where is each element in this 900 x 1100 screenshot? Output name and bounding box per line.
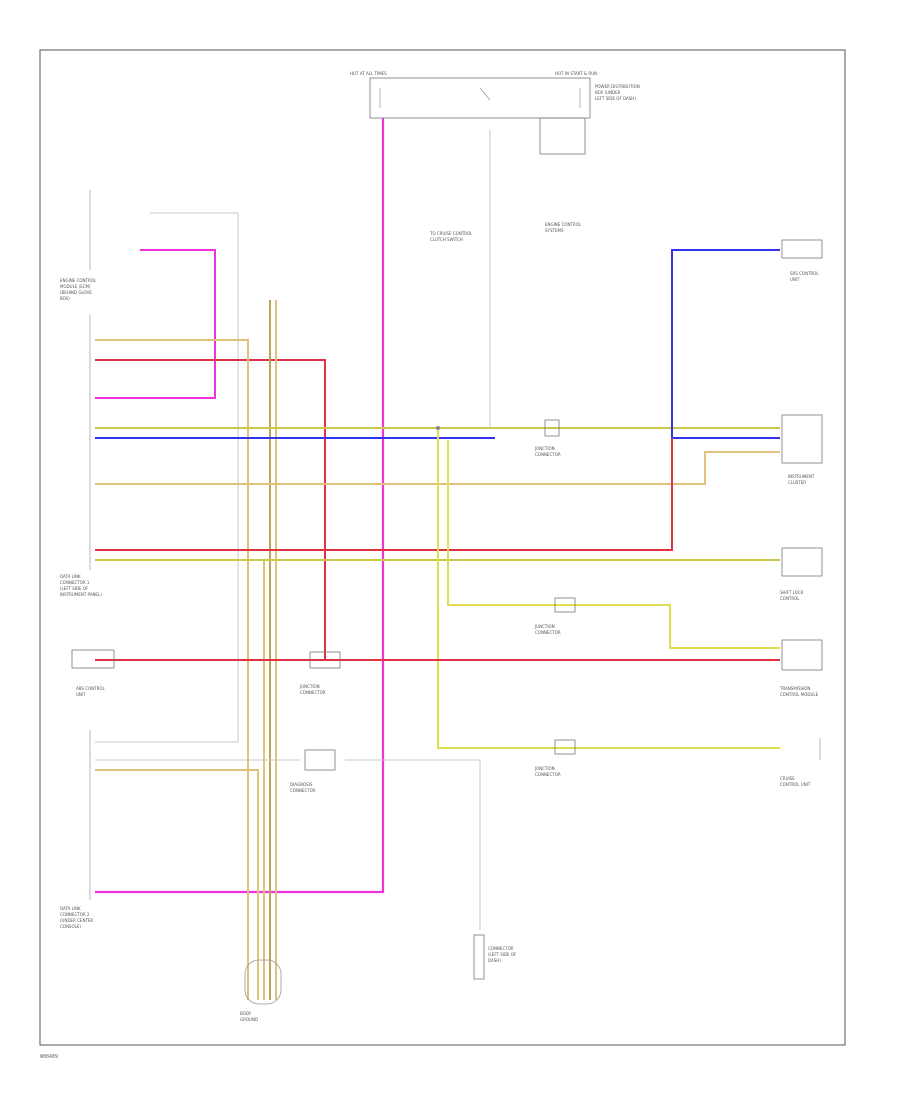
svg-text:JUNCTION: JUNCTION bbox=[534, 624, 555, 629]
svg-text:ABS CONTROL: ABS CONTROL bbox=[76, 686, 106, 691]
wire-gray-relay bbox=[345, 759, 481, 930]
svg-text:SHIFT LOCK: SHIFT LOCK bbox=[780, 590, 804, 595]
ground-connector: CONNECTOR (LEFT SIDE OF DASH) bbox=[473, 934, 517, 980]
svg-text:ENGINE CONTROL: ENGINE CONTROL bbox=[545, 222, 582, 227]
cruise-control-module: CRUISE CONTROL UNIT bbox=[780, 738, 821, 787]
svg-text:CRUISE: CRUISE bbox=[780, 776, 795, 781]
wire-tan-770 bbox=[95, 769, 259, 1000]
svg-text:HOT AT ALL TIMES: HOT AT ALL TIMES bbox=[350, 71, 387, 76]
svg-text:JUNCTION: JUNCTION bbox=[299, 684, 320, 689]
wire-red-360 bbox=[95, 359, 326, 660]
wire-red-550 bbox=[95, 438, 673, 551]
svg-text:(LEFT SIDE OF: (LEFT SIDE OF bbox=[60, 586, 89, 591]
svg-text:ENGINE CONTROL: ENGINE CONTROL bbox=[60, 278, 97, 283]
svg-text:CONNECTOR: CONNECTOR bbox=[535, 772, 561, 777]
svg-text:CLUSTER: CLUSTER bbox=[788, 480, 806, 485]
svg-text:CONNECTOR: CONNECTOR bbox=[535, 452, 561, 457]
shift-lock-module: SHIFT LOCK CONTROL bbox=[780, 547, 823, 601]
svg-text:DASH): DASH) bbox=[488, 958, 501, 963]
svg-text:DATA LINK: DATA LINK bbox=[60, 906, 81, 911]
svg-text:CONTROL UNIT: CONTROL UNIT bbox=[780, 782, 811, 787]
wire-tan-484 bbox=[95, 451, 780, 485]
svg-text:DATA LINK: DATA LINK bbox=[60, 574, 81, 579]
svg-text:HOT IN START & RUN: HOT IN START & RUN bbox=[555, 71, 597, 76]
svg-text:LEFT SIDE OF DASH): LEFT SIDE OF DASH) bbox=[595, 96, 636, 101]
diagram-frame bbox=[39, 49, 846, 1046]
svg-text:GROUND: GROUND bbox=[240, 1017, 258, 1022]
wire-blue-vertical bbox=[671, 249, 780, 438]
svg-text:CONNECTOR: CONNECTOR bbox=[488, 946, 514, 951]
abs-control-module: ABS CONTROL UNIT bbox=[71, 649, 115, 697]
svg-text:SYSTEMS: SYSTEMS bbox=[545, 228, 564, 233]
wire-gray-top bbox=[95, 212, 239, 743]
top-fuse-box: HOT AT ALL TIMES HOT IN START & RUN POWE… bbox=[350, 71, 640, 155]
svg-text:BOX): BOX) bbox=[60, 296, 70, 301]
wire-pink-main bbox=[95, 118, 385, 894]
wire-yellow-branch-b bbox=[447, 440, 780, 649]
wire-yellow-branch-a bbox=[437, 428, 780, 749]
footer-code: W08489 bbox=[40, 1054, 59, 1060]
svg-text:UNIT: UNIT bbox=[76, 692, 86, 697]
svg-text:(UNDER CENTER: (UNDER CENTER bbox=[60, 918, 93, 923]
svg-text:(LEFT SIDE OF: (LEFT SIDE OF bbox=[488, 952, 517, 957]
svg-text:CONNECTOR: CONNECTOR bbox=[290, 788, 316, 793]
ground-top-label: TO CRUISE CONTROL CLUTCH SWITCH ENGINE C… bbox=[429, 222, 582, 242]
svg-text:BODY: BODY bbox=[240, 1011, 252, 1016]
joint-connectors: JUNCTION CONNECTOR JUNCTION CONNECTOR JU… bbox=[290, 419, 576, 793]
svg-text:TRANSMISSION: TRANSMISSION bbox=[779, 686, 810, 691]
wires bbox=[95, 118, 780, 1000]
svg-text:CONSOLE): CONSOLE) bbox=[60, 924, 81, 929]
svg-text:CLUTCH SWITCH: CLUTCH SWITCH bbox=[430, 237, 463, 242]
svg-text:BOX (UNDER: BOX (UNDER bbox=[595, 90, 621, 95]
svg-text:INSTRUMENT: INSTRUMENT bbox=[788, 474, 815, 479]
svg-text:CONNECTOR 1: CONNECTOR 1 bbox=[60, 580, 90, 585]
svg-text:TO CRUISE CONTROL: TO CRUISE CONTROL bbox=[429, 231, 473, 236]
svg-text:MODULE (ECM): MODULE (ECM) bbox=[60, 284, 91, 289]
svg-text:CONNECTOR: CONNECTOR bbox=[300, 690, 326, 695]
instrument-cluster: INSTRUMENT CLUSTER bbox=[781, 414, 823, 485]
svg-text:DIAGNOSIS: DIAGNOSIS bbox=[290, 782, 313, 787]
data-link-connector-2: DATA LINK CONNECTOR 2 (UNDER CENTER CONS… bbox=[60, 730, 93, 929]
svg-text:CONTROL MODULE: CONTROL MODULE bbox=[780, 692, 819, 697]
svg-text:JUNCTION: JUNCTION bbox=[534, 446, 555, 451]
transmission-control-module: TRANSMISSION CONTROL MODULE bbox=[779, 639, 823, 697]
engine-control-module: ENGINE CONTROL MODULE (ECM) (BEHIND GLOV… bbox=[60, 190, 97, 301]
svg-text:CONNECTOR: CONNECTOR bbox=[535, 630, 561, 635]
svg-text:INSTRUMENT PANEL): INSTRUMENT PANEL) bbox=[60, 592, 102, 597]
srs-control-module: SRS CONTROL UNIT bbox=[781, 239, 823, 282]
svg-text:UNIT: UNIT bbox=[790, 277, 800, 282]
wire-pink-ecm bbox=[95, 249, 216, 399]
svg-text:CONNECTOR 2: CONNECTOR 2 bbox=[60, 912, 90, 917]
svg-text:JUNCTION: JUNCTION bbox=[534, 766, 555, 771]
svg-text:SRS CONTROL: SRS CONTROL bbox=[790, 271, 819, 276]
splice-point bbox=[436, 426, 440, 430]
data-link-connector-1: DATA LINK CONNECTOR 1 (LEFT SIDE OF INST… bbox=[60, 315, 102, 597]
svg-text:CONTROL: CONTROL bbox=[780, 596, 800, 601]
chassis-ground: BODY GROUND bbox=[240, 959, 282, 1022]
svg-text:(BEHIND GLOVE: (BEHIND GLOVE bbox=[60, 290, 92, 295]
svg-text:POWER DISTRIBUTION: POWER DISTRIBUTION bbox=[595, 84, 640, 89]
wire-tan-340 bbox=[95, 339, 249, 1000]
